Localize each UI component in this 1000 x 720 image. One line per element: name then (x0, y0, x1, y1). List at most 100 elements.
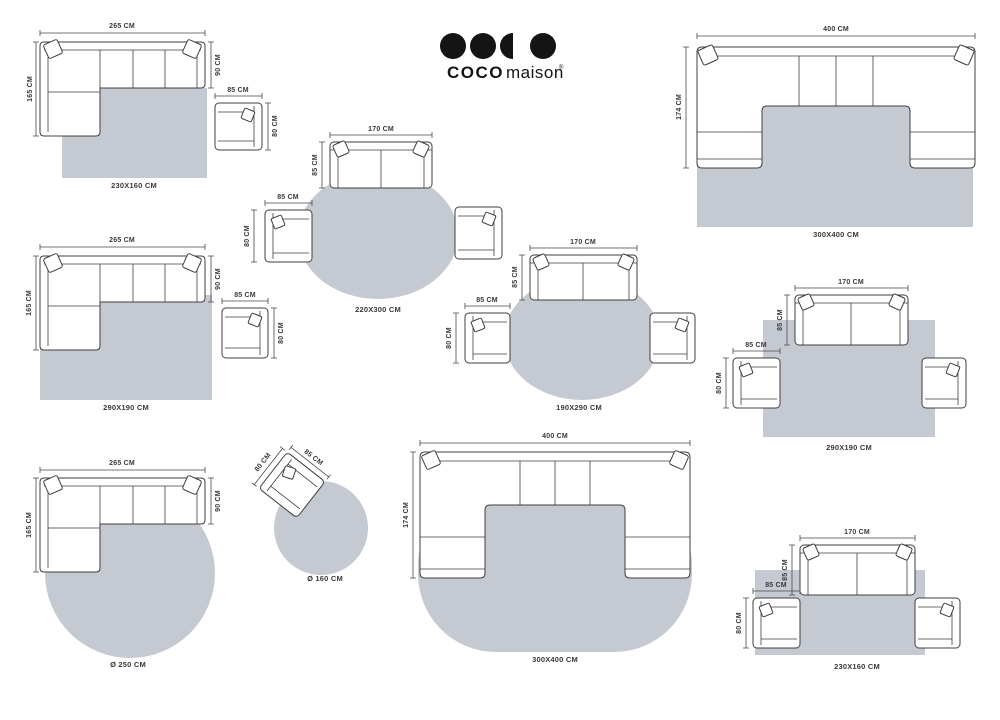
cushion-pillow (247, 312, 263, 328)
cushion-pillow (617, 253, 635, 271)
rug (298, 171, 458, 299)
scene-rug-190x290-middle: 170 CM 85 CM 85 CM 80 CM 190X290 CM (446, 238, 710, 423)
armchair-outline (649, 312, 696, 364)
armchair-right (454, 206, 503, 260)
armchair-outline (732, 357, 781, 409)
chair-width-dimension (214, 93, 263, 99)
sofa-width-label: 170 CM (368, 126, 394, 133)
sofa-inner-lines (697, 55, 975, 160)
sofa-depth-dimension (683, 46, 689, 169)
sofa-inner-lines (795, 295, 908, 345)
sofa-inner-lines (44, 478, 201, 568)
u-sofa-outline (419, 451, 691, 579)
sofa-inner-lines (420, 460, 690, 570)
cushion-pillow (797, 293, 815, 311)
cushion-pillow (421, 450, 441, 470)
brand-logo-graphic: COCO maison ® (440, 33, 564, 82)
corner-sofa-outline (39, 255, 206, 351)
armchair-right (914, 597, 961, 649)
sofa-side-dimension (208, 255, 214, 303)
sofa-depth-label: 85 CM (782, 559, 789, 581)
armchair-outline (752, 597, 801, 649)
sofa-outline (799, 544, 916, 596)
sofa-width-label: 170 CM (844, 529, 870, 536)
chair-depth-dimension (453, 312, 459, 364)
scene-rug-290x190-left: 265 CM 165 CM 90 CM 85 CM 80 CM 290X190 … (26, 235, 310, 425)
scene-rug-round-250: 265 CM 165 CM 90 CM Ø 250 CM (26, 455, 260, 680)
sofa-outline (794, 294, 909, 346)
chair-depth-dimension (265, 102, 271, 151)
sofa-depth-label: 85 CM (512, 266, 519, 288)
brand-name-bold: COCO (447, 63, 504, 82)
cushion-pillow (470, 317, 486, 333)
sofa-width-dimension (329, 132, 433, 138)
sofa-inner-lines (330, 142, 432, 188)
rug-size-label: 300X400 CM (813, 230, 859, 239)
armchair-left (732, 357, 781, 409)
rug-size-label: 300X400 CM (532, 655, 578, 664)
armchair-outline (260, 453, 324, 517)
sofa-width-label: 265 CM (109, 23, 135, 30)
sofa-width-dimension (39, 30, 206, 36)
scene-illustration: 265 CM 165 CM 90 CM Ø 250 CM (26, 460, 222, 669)
u-sofa (696, 44, 976, 169)
armchair-right (921, 357, 967, 409)
sofa-side-dimension (208, 41, 214, 89)
sofa-depth-label: 174 CM (676, 94, 683, 120)
cushion-pillow (282, 465, 297, 480)
logo-halfdot-icon (500, 33, 513, 59)
sofa-width-dimension (794, 285, 909, 291)
scene-rug-290x190-right: 170 CM 85 CM 85 CM 80 CM 290X190 CM (716, 279, 985, 455)
chair-width-label: 85 CM (234, 292, 256, 299)
scene-rug-230x160-bottom-right: 170 CM 85 CM 85 CM 80 CM 230X160 CM (725, 528, 985, 678)
sofa-side-label: 90 CM (215, 490, 222, 512)
brand-name-light: maison (506, 63, 564, 82)
rug-size-label: 220X300 CM (355, 305, 401, 314)
chair-width-label: 85 CM (227, 87, 249, 94)
logo-dots-icon (440, 33, 556, 59)
chair-width-dimension (221, 298, 269, 304)
rug-size-label: 290X190 CM (826, 443, 872, 452)
scene-illustration: 400 CM 174 CM 300X400 CM (403, 433, 692, 664)
cushion-pillow (945, 362, 961, 378)
chair-depth-label: 80 CM (244, 225, 251, 247)
sofa-depth-label: 165 CM (26, 512, 33, 538)
chair-width-dimension (732, 348, 781, 354)
sofa-width-label: 265 CM (109, 460, 135, 467)
scene-rug-230x160-top-left: 265 CM 165 CM 90 CM 85 CM 80 CM 230X160 … (27, 18, 310, 210)
cushion-pillow (412, 140, 430, 158)
corner-sofa (39, 39, 206, 137)
cushion-pillow (43, 475, 63, 495)
scene-rug-220x300-center: 170 CM 85 CM 85 CM 80 CM 220X300 CM (244, 125, 515, 325)
sofa-depth-label: 174 CM (403, 502, 410, 528)
sofa-depth-label: 85 CM (312, 154, 319, 176)
scene-illustration: 400 CM 174 CM 300X400 CM (676, 26, 976, 239)
chair-depth-dimension (743, 597, 749, 649)
sofa-inner-lines (44, 256, 201, 346)
rug (418, 487, 692, 652)
logo-dot-icon (440, 33, 466, 59)
cushion-pillow (332, 140, 350, 158)
cushion-pillow (674, 317, 690, 333)
corner-sofa (39, 253, 206, 351)
chair-width-label: 85 CM (277, 194, 299, 201)
cushion-pillow (270, 214, 286, 230)
sofa-depth-dimension (33, 41, 39, 137)
sofa-width-dimension (529, 245, 638, 251)
sofa-side-label: 90 CM (215, 268, 222, 290)
sofa-width-dimension (419, 440, 691, 446)
sofa-width-label: 265 CM (109, 237, 135, 244)
sofa-width-dimension (696, 33, 976, 39)
sofa-depth-dimension (33, 255, 39, 351)
scene-illustration: 265 CM 165 CM 90 CM 85 CM 80 CM 290X190 … (26, 237, 285, 412)
sofa-width-dimension (799, 535, 916, 541)
cushion-pillow (758, 602, 774, 618)
corner-sofa (39, 475, 206, 573)
cushion-pillow (43, 253, 63, 273)
cushion-pillow (532, 253, 550, 271)
chair-depth-label: 80 CM (272, 115, 279, 137)
chair-width-dimension (752, 588, 801, 594)
chair-depth-dimension (251, 209, 257, 263)
scene-illustration: 170 CM 85 CM 85 CM 80 CM 190X290 CM (446, 239, 696, 412)
